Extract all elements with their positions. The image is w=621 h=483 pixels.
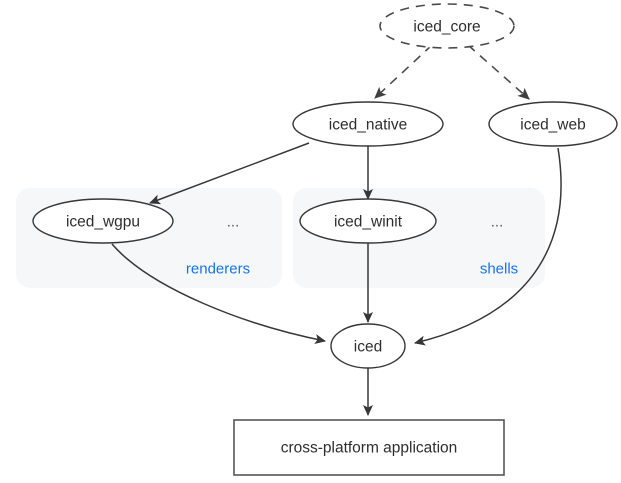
node-iced-wgpu-shape[interactable] bbox=[32, 198, 174, 244]
edge-iced-web-to-iced bbox=[414, 147, 562, 346]
node-iced-native-shape[interactable] bbox=[292, 101, 444, 147]
cluster-shells-label: shells bbox=[480, 261, 518, 278]
node-application[interactable]: cross-platform application bbox=[233, 419, 505, 476]
edge-layer bbox=[111, 44, 562, 416]
cluster-shells-ellipsis: ... bbox=[491, 214, 504, 231]
edge-iced-native-to-iced-wgpu bbox=[149, 142, 310, 205]
node-iced-core[interactable]: iced_core bbox=[379, 3, 515, 49]
node-application-shape[interactable] bbox=[233, 419, 505, 476]
node-iced-web[interactable]: iced_web bbox=[488, 101, 618, 147]
node-iced-core-shape[interactable] bbox=[379, 3, 515, 49]
node-iced-shape[interactable] bbox=[330, 323, 406, 369]
cluster-renderers-ellipsis: ... bbox=[227, 214, 240, 231]
node-iced-web-shape[interactable] bbox=[488, 101, 618, 147]
node-iced-winit[interactable]: iced_winit bbox=[299, 198, 437, 244]
edge-iced-core-to-iced-web bbox=[467, 44, 530, 100]
node-iced-winit-shape[interactable] bbox=[299, 198, 437, 244]
edge-iced-core-to-iced-native bbox=[374, 44, 433, 99]
cluster-renderers-label: renderers bbox=[186, 261, 250, 278]
node-iced[interactable]: iced bbox=[330, 323, 406, 369]
node-iced-wgpu[interactable]: iced_wgpu bbox=[32, 198, 174, 244]
node-iced-native[interactable]: iced_native bbox=[292, 101, 444, 147]
edge-iced-wgpu-to-iced bbox=[111, 243, 326, 344]
